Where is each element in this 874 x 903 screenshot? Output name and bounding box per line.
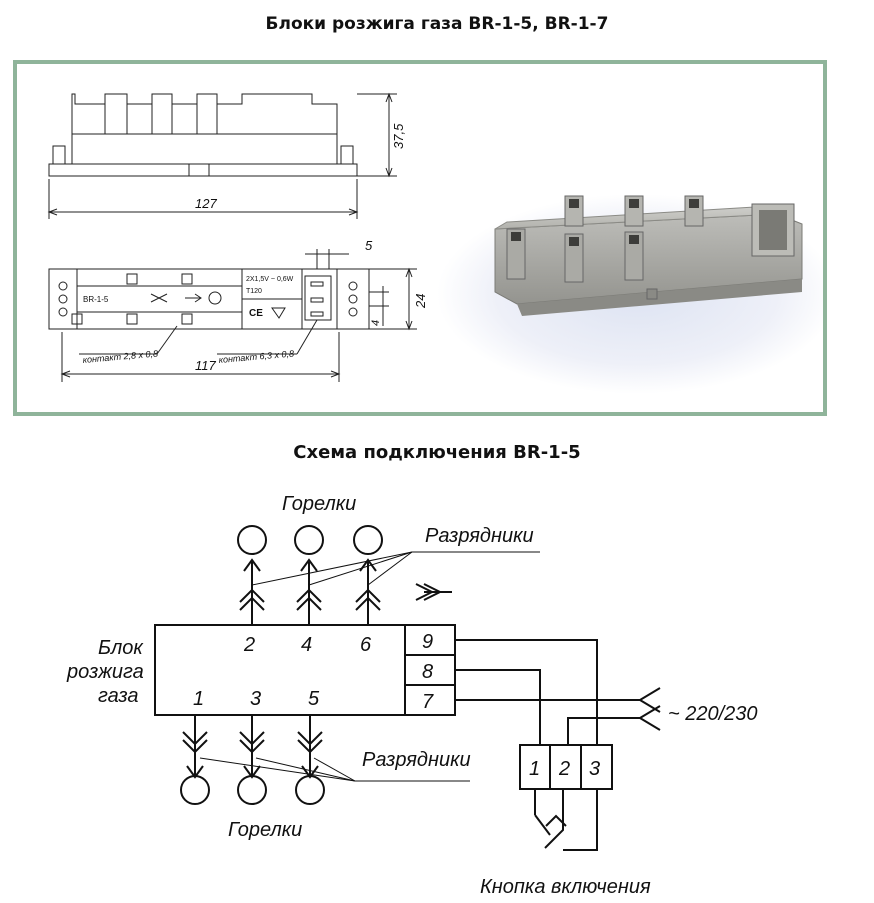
block-label-line1: Блок [98,637,144,659]
terminal-8: 8 [422,661,433,683]
dim-5: 5 [365,238,373,253]
product-photo [437,194,823,394]
burners-top-label: Горелки [282,493,356,515]
switch-terminal-2: 2 [558,758,570,780]
dim-height: 37,5 [391,123,406,149]
terminal-7: 7 [422,691,434,713]
supply-voltage-label: ~ 220/230 [668,703,758,725]
burner-bottom-3 [295,775,325,805]
wiring-diagram: Горелки Разрядники Блок розжига газа 2 4… [66,493,758,898]
terminal-9: 9 [422,631,433,653]
side-view-outline [48,93,358,177]
dim-4: 4 [370,320,382,326]
temp-label: T120 [246,288,262,295]
ce-mark: CE [249,308,263,319]
electrodes-bottom [182,715,323,779]
output-4: 4 [301,634,312,656]
push-button-symbol [534,814,567,836]
arresters-bottom-label: Разрядники [362,749,471,771]
contact-small-label: контакт 2,8 x 0,8 [82,348,158,365]
technical-drawing: 37,5 127 5 24 4 117 BR-1-5 2X1,5V ~ 0,6W… [47,92,823,394]
output-6: 6 [360,634,372,656]
rating-label: 2X1,5V ~ 0,6W [246,276,294,283]
dim-length-bottom: 117 [195,358,216,373]
arresters-top-label: Разрядники [425,525,534,547]
output-1: 1 [193,688,204,710]
burner-top-2 [294,525,324,555]
burner-bottom-1 [180,775,210,805]
electrodes-top [239,558,381,625]
switch-terminal-box [519,744,613,790]
burners-bottom-label: Горелки [228,819,302,841]
switch-terminal-3: 3 [589,758,600,780]
dim-24: 24 [413,294,428,309]
block-label-line3: газа [98,685,139,707]
burner-top-1 [237,525,267,555]
ground-symbol [415,583,452,601]
top-view-outline [48,268,370,330]
dim-length-top: 127 [195,196,217,211]
burner-bottom-2 [237,775,267,805]
switch-terminal-1: 1 [529,758,540,780]
page-title-blocks: Блоки розжига газа BR-1-5, BR-1-7 [265,14,609,34]
page-title-scheme: Схема подключения BR-1-5 [293,442,581,463]
burner-top-3 [353,525,383,555]
model-label: BR-1-5 [83,295,109,304]
output-5: 5 [308,688,320,710]
block-label-line2: розжига [66,661,144,683]
contact-large-label: контакт 6,3 x 0,8 [218,348,294,365]
product-image-panel: 37,5 127 5 24 4 117 BR-1-5 2X1,5V ~ 0,6W… [13,60,827,416]
output-2: 2 [243,634,255,656]
start-button-label: Кнопка включения [480,876,651,898]
output-3: 3 [250,688,261,710]
